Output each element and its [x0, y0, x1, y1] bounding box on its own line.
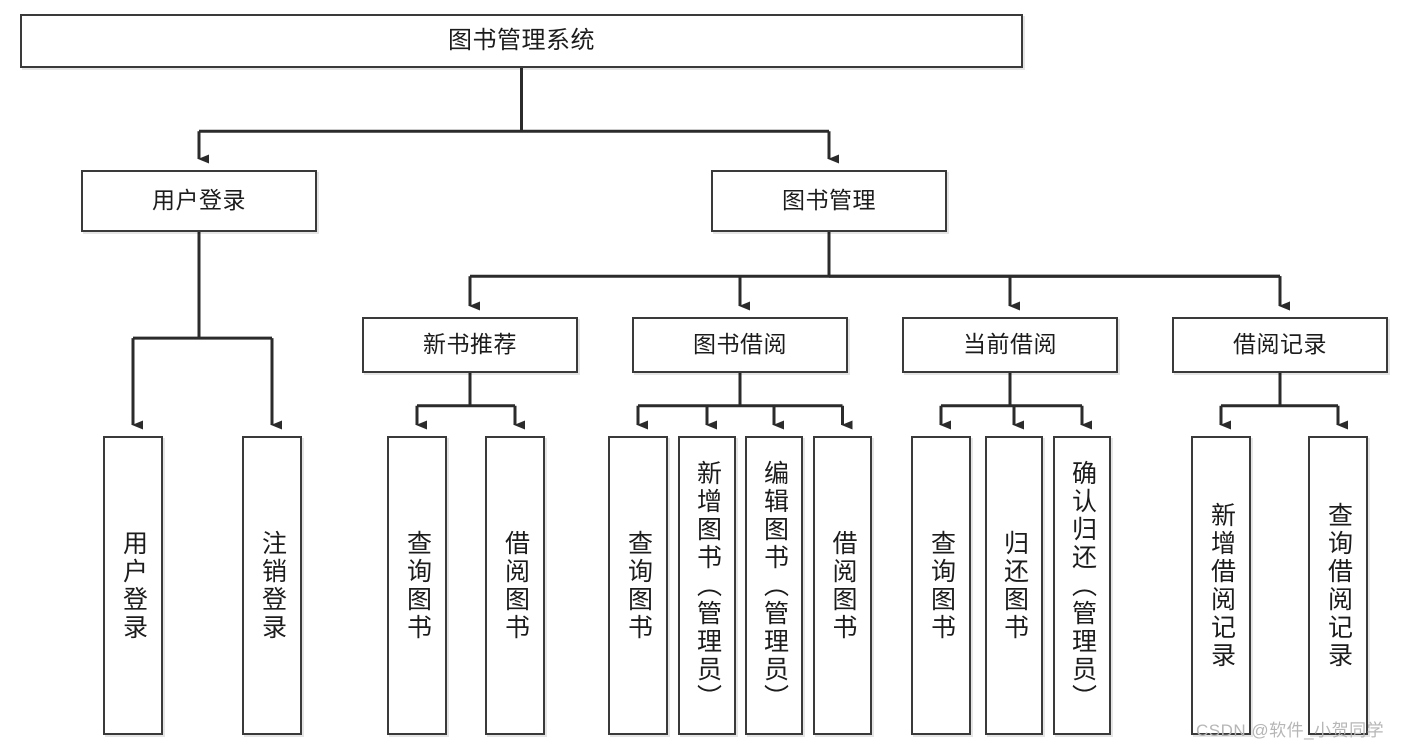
- node-leaf-bor-4[interactable]: 借阅图书: [813, 436, 872, 735]
- node-leaf-cur-2[interactable]: 归还图书: [985, 436, 1043, 735]
- node-label: 借阅图书: [829, 529, 857, 642]
- node-label: 用户登录: [152, 187, 246, 214]
- node-leaf-login-2[interactable]: 注销登录: [242, 436, 302, 735]
- node-root[interactable]: 图书管理系统: [20, 14, 1023, 68]
- node-label: 新增图书（管理员）: [693, 459, 722, 712]
- node-login[interactable]: 用户登录: [81, 170, 317, 232]
- node-label: 新增借阅记录: [1207, 501, 1236, 670]
- node-label: 图书管理: [782, 187, 876, 214]
- node-label: 归还图书: [1000, 529, 1029, 642]
- node-leaf-bor-3[interactable]: 编辑图书（管理员）: [745, 436, 803, 735]
- node-label: 当前借阅: [963, 331, 1057, 358]
- node-label: 注销登录: [258, 529, 287, 642]
- node-records[interactable]: 借阅记录: [1172, 317, 1388, 373]
- node-leaf-cur-1[interactable]: 查询图书: [911, 436, 971, 735]
- node-leaf-new-2[interactable]: 借阅图书: [485, 436, 545, 735]
- node-leaf-rec-2[interactable]: 查询借阅记录: [1308, 436, 1368, 735]
- node-bookmgmt[interactable]: 图书管理: [711, 170, 947, 232]
- node-label: 查询图书: [403, 529, 432, 642]
- node-leaf-bor-2[interactable]: 新增图书（管理员）: [678, 436, 736, 735]
- node-label: 用户登录: [119, 529, 148, 642]
- node-leaf-login-1[interactable]: 用户登录: [103, 436, 163, 735]
- node-label: 借阅图书: [501, 529, 530, 642]
- node-label: 查询图书: [927, 529, 956, 642]
- node-label: 图书管理系统: [448, 26, 595, 54]
- node-label: 新书推荐: [423, 331, 517, 358]
- node-leaf-bor-1[interactable]: 查询图书: [608, 436, 668, 735]
- node-newbook[interactable]: 新书推荐: [362, 317, 578, 373]
- node-label: 借阅记录: [1233, 331, 1327, 358]
- node-label: 图书借阅: [693, 331, 787, 358]
- node-leaf-rec-1[interactable]: 新增借阅记录: [1191, 436, 1251, 735]
- node-leaf-cur-3[interactable]: 确认归还（管理员）: [1053, 436, 1111, 735]
- node-label: 编辑图书（管理员）: [760, 459, 789, 712]
- node-label: 查询借阅记录: [1324, 501, 1353, 670]
- node-current[interactable]: 当前借阅: [902, 317, 1118, 373]
- node-label: 确认归还（管理员）: [1068, 459, 1097, 712]
- node-label: 查询图书: [624, 529, 653, 642]
- node-borrow[interactable]: 图书借阅: [632, 317, 848, 373]
- node-leaf-new-1[interactable]: 查询图书: [387, 436, 447, 735]
